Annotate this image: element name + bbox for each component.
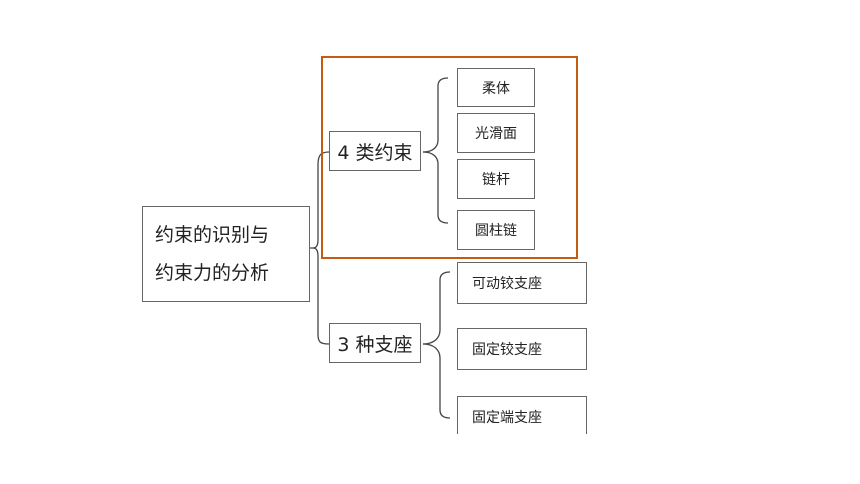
branch2-brace-lower	[422, 343, 451, 419]
root-node: 约束的识别与 约束力的分析	[142, 206, 310, 302]
branch-node-supports: 3 种支座	[329, 323, 421, 363]
leaf-node: 固定铰支座	[457, 328, 587, 370]
leaf-node: 链杆	[457, 159, 535, 199]
highlight-frame	[321, 56, 578, 259]
branch1-brace	[422, 77, 449, 153]
branch1-brace-lower	[422, 151, 449, 224]
root-brace-lower	[312, 247, 330, 345]
root-node-line-1: 约束的识别与	[155, 224, 270, 246]
bottom-clip-mask	[450, 434, 600, 484]
leaf-node: 可动铰支座	[457, 262, 587, 304]
leaf-node: 固定端支座	[457, 396, 587, 438]
leaf-node: 光滑面	[457, 113, 535, 153]
leaf-node: 柔体	[457, 68, 535, 107]
root-node-line-2: 约束力的分析	[155, 262, 270, 284]
branch2-brace	[422, 271, 451, 345]
branch-node-constraints: 4 类约束	[329, 131, 421, 171]
leaf-node: 圆柱链	[457, 210, 535, 250]
